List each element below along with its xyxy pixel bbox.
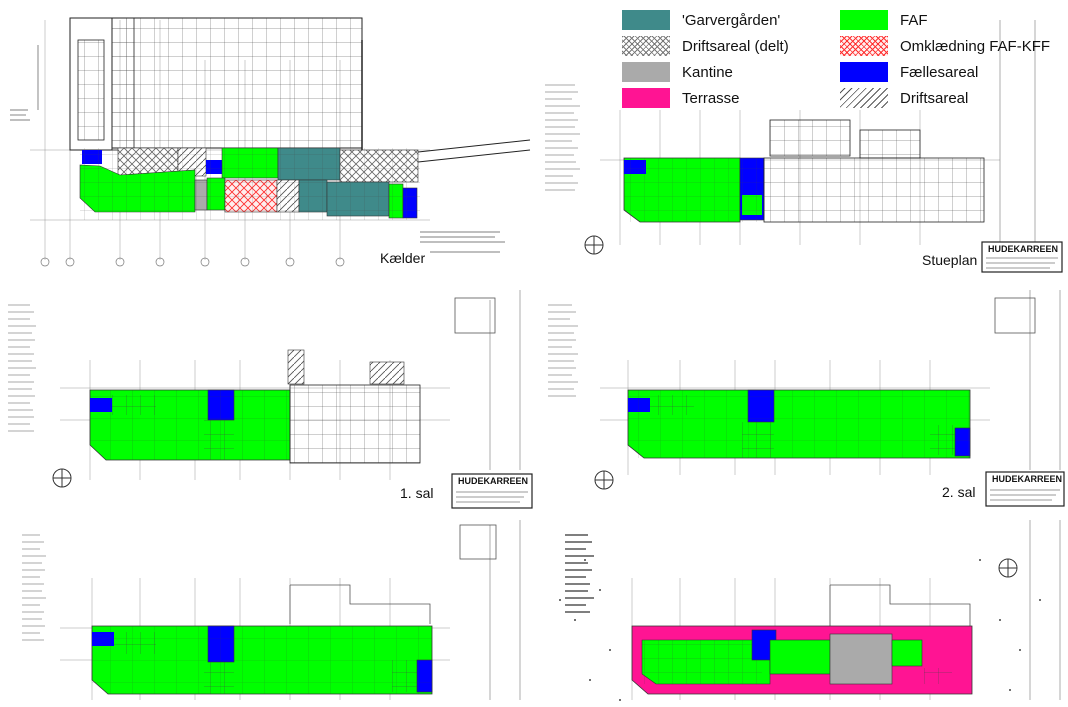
legend-swatch — [840, 36, 888, 56]
legend-swatch — [840, 62, 888, 82]
first-floor-plan — [8, 290, 533, 509]
legend-label: 'Garvergården' — [682, 11, 781, 29]
legend-item-omklaedning: Omklædning FAF-KFF — [840, 36, 1050, 56]
legend-item-terrasse: Terrasse — [622, 88, 740, 108]
third-floor-plan — [22, 520, 521, 700]
legend-item-faf: FAF — [840, 10, 928, 30]
legend-label: Terrasse — [682, 89, 740, 107]
legend-swatch — [622, 36, 670, 56]
legend-swatch — [840, 88, 888, 108]
legend-swatch — [622, 62, 670, 82]
title-block-ground: HUDEKARREEN — [988, 244, 1059, 254]
legend-item-kantine: Kantine — [622, 62, 733, 82]
floor-label-ground: Stueplan — [920, 252, 980, 268]
legend-label: Fællesareal — [900, 63, 979, 81]
floor-label-first: 1. sal — [398, 485, 436, 501]
legend-label: Kantine — [682, 63, 733, 81]
legend-item-driftsareal-delt: Driftsareal (delt) — [622, 36, 789, 56]
legend-swatch — [622, 10, 670, 30]
title-block-first: HUDEKARREEN — [458, 476, 529, 486]
basement-plan — [10, 17, 531, 267]
legend-item-garvergarden: 'Garvergården' — [622, 10, 780, 30]
legend-label: Omklædning FAF-KFF — [900, 37, 1051, 55]
legend: 'Garvergården' FAF Driftsareal (delt) Om… — [612, 6, 1068, 116]
legend-label: Driftsareal — [900, 89, 969, 107]
legend-item-driftsareal: Driftsareal — [840, 88, 968, 108]
fourth-floor-plan — [559, 520, 1061, 701]
legend-item-faellesareal: Fællesareal — [840, 62, 978, 82]
legend-label: Driftsareal (delt) — [682, 37, 789, 55]
title-block-second: HUDEKARREEN — [992, 474, 1063, 484]
second-floor-plan — [548, 290, 1065, 507]
legend-label: FAF — [900, 11, 928, 29]
floor-label-second: 2. sal — [940, 484, 978, 500]
legend-swatch — [840, 10, 888, 30]
floor-label-basement: Kælder — [378, 250, 428, 266]
legend-swatch — [622, 88, 670, 108]
ground-floor-plan — [545, 20, 1063, 273]
